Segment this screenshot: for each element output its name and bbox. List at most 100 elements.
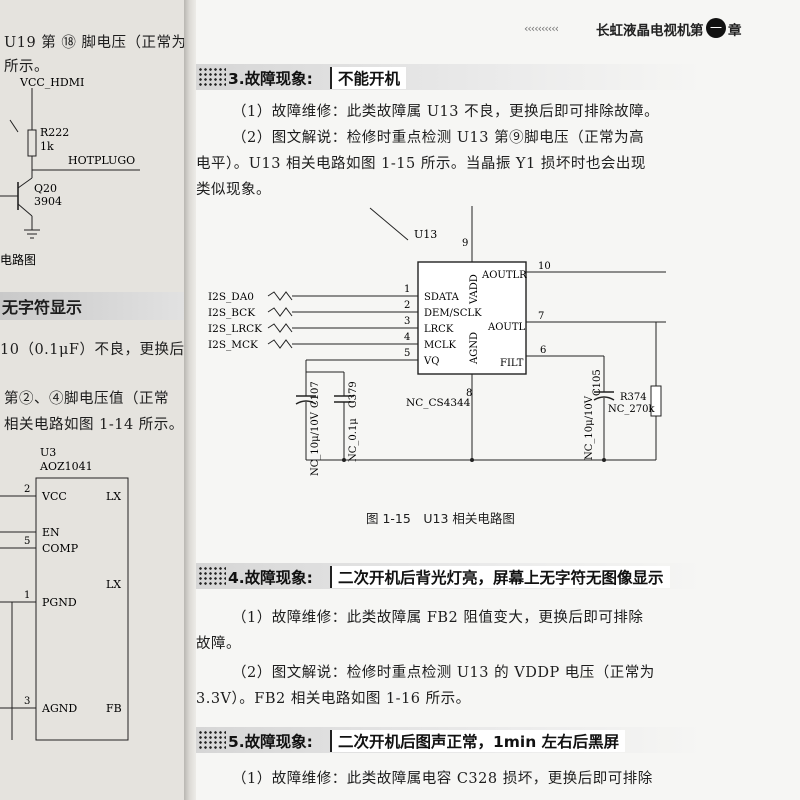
header-book-title: 长虹液晶电视机 [596,23,691,39]
resistor-r222 [27,129,37,157]
svg-text:2: 2 [404,300,410,311]
svg-text:NC_0.1μ: NC_0.1μ [348,418,359,462]
svg-text:PGND: PGND [42,596,77,609]
heading-dots-icon [198,67,226,87]
svg-text:FILT: FILT [500,358,524,369]
section-3-paragraph-2: 电平）。U13 相关电路如图 1-15 所示。当晶振 Y1 损坏时也会出现 [196,156,646,172]
section-3-paragraph-2: 类似现象。 [196,182,271,198]
svg-text:I2S_BCK: I2S_BCK [208,307,255,319]
svg-text:MCLK: MCLK [424,340,457,351]
left-top-circuit: VCC_HDMI R222 1k HOTPLUGO Q20 3904 电路图 [0,76,140,267]
svg-text:NC_10μ/10V: NC_10μ/10V [584,395,595,460]
u3-label: U3 [40,446,56,459]
left-caption-fragment: 电路图 [0,252,36,267]
section-4-paragraph-1: （1）故障维修：此类故障属 FB2 阻值变大，更换后即可排除 [232,610,644,626]
svg-text:VCC: VCC [41,490,67,503]
section-3-title: 不能开机 [330,67,407,89]
section-4-paragraph-2: （2）图文解说：检修时重点检测 U13 的 VDDP 电压（正常为 [232,665,655,681]
section-4-paragraph-1: 故障。 [196,636,241,652]
svg-text:COMP: COMP [42,542,79,555]
pin-8-number: 8 [466,388,472,399]
section-4-paragraph-2: 3.3V）。FB2 相关电路如图 1-16 所示。 [196,691,471,707]
signal-i2s-lrck: I2S_LRCK 3 LRCK [208,316,454,335]
svg-text:7: 7 [538,311,544,322]
svg-text:AOUTL: AOUTL [487,322,526,333]
svg-text:NC_270k: NC_270k [608,404,655,415]
heading-dots-icon [198,566,226,586]
section-4-number: 4.故障现象: [228,569,313,587]
u13-pointer-line [369,207,409,241]
header-chapter-suffix: 章 [728,23,742,39]
svg-text:3: 3 [24,696,30,707]
capacitor-c107: C107 NC_10μ/10V [295,360,321,476]
section-5-title: 二次开机后图声正常，1min 左右后黑屏 [330,730,626,752]
book-gutter [184,0,198,800]
svg-text:NC_10μ/10V: NC_10μ/10V [310,411,321,476]
vadd-label: VADD [469,274,480,305]
header-chapter-prefix: 第 [690,23,704,39]
svg-text:1: 1 [404,284,410,295]
u3-pin-lx: LX [106,578,121,591]
svg-text:AOUTLR: AOUTLR [481,270,527,281]
section-5-number: 5.故障现象: [228,733,313,751]
figure-1-15-caption: 图 1-15 U13 相关电路图 [366,511,515,526]
left-text-line: 所示。 [4,59,49,75]
section-5-paragraph-1: （1）故障维修：此类故障属电容 C328 损坏，更换后即可排除 [232,771,653,787]
pin-6-filt: FILT 6 [500,345,604,369]
capacitor-c105: C105 NC_10μ/10V [584,356,615,460]
pin-5-vq: 5 VQ [306,348,439,367]
heading-dots-icon [198,730,226,750]
pin-10-aoutlr: 10 AOUTLR [481,261,666,281]
u3-pin-lx: LX [106,490,121,503]
figure-1-15-schematic: U13 9 VADD AGND I2S_DA0 1 SDATA I2S_BCK … [208,206,666,476]
q20-model: 3904 [34,195,62,208]
signal-i2s-mck: I2S_MCK 4 MCLK [208,332,457,351]
left-text-line: 10（0.1μF）不良，更换后 [0,342,185,358]
svg-text:5: 5 [24,536,30,547]
svg-text:C107: C107 [310,381,321,408]
signal-i2s-da0: I2S_DA0 1 SDATA [208,284,460,303]
u3-pin-en: EN [0,526,60,539]
svg-text:DEM/SCLK: DEM/SCLK [424,308,482,319]
resistor-r374: R374 NC_270k [608,322,662,460]
section-3-paragraph-2: （2）图文解说：检修时重点检测 U13 第⑨脚电压（正常为高 [232,130,645,146]
u13-label: U13 [414,228,437,241]
svg-text:AGND: AGND [41,702,77,715]
pin-9-number: 9 [462,238,468,249]
svg-text:3: 3 [404,316,410,327]
svg-text:2: 2 [24,484,30,495]
left-text-line: 第②、④脚电压值（正常 [4,391,169,407]
svg-text:I2S_MCK: I2S_MCK [208,339,258,351]
u3-pin-comp: 5 COMP [0,536,79,555]
left-heading-bar [0,292,188,320]
svg-text:6: 6 [540,345,546,356]
capacitor-c379: C379 NC_0.1μ [306,371,359,462]
svg-text:C105: C105 [592,369,603,396]
signal-i2s-bck: I2S_BCK 2 DEM/SCLK [208,300,482,319]
svg-text:5: 5 [404,348,410,359]
section-3-paragraph-1: （1）故障维修：此类故障属 U13 不良，更换后即可排除故障。 [232,104,660,120]
svg-text:C379: C379 [348,381,359,408]
svg-text:I2S_DA0: I2S_DA0 [208,291,254,303]
left-text-line: U19 第 ⑱ 脚电压（正常为 [4,35,187,51]
hotplug-label: HOTPLUGO [68,154,135,167]
svg-text:10: 10 [538,261,551,272]
r222-value: 1k [40,140,54,153]
u3-ic-body [35,477,129,741]
vcc-hdmi-label: VCC_HDMI [19,76,84,89]
right-page [196,0,800,800]
left-bottom-circuit: U3 AOZ1041 2 VCC EN 5 COMP 1 PGND [0,446,129,741]
left-heading: 无字符显示 [2,298,83,317]
svg-text:VQ: VQ [423,356,439,367]
u3-pin-pgnd: 1 PGND [0,590,77,609]
pin-7-aoutl: 7 AOUTL [487,311,666,333]
header-arrows: ‹‹‹‹‹‹‹‹‹‹ [524,22,559,35]
u3-pin-fb: FB [106,702,122,715]
agnd-label: AGND [469,332,480,365]
section-4-title: 二次开机后背光灯亮，屏幕上无字符无图像显示 [330,566,670,588]
section-3-heading-bar [196,64,706,90]
chapter-number-badge: 一 [706,18,726,38]
aoz1041-label: AOZ1041 [39,460,93,473]
part-number-label: NC_CS4344 [406,397,471,409]
